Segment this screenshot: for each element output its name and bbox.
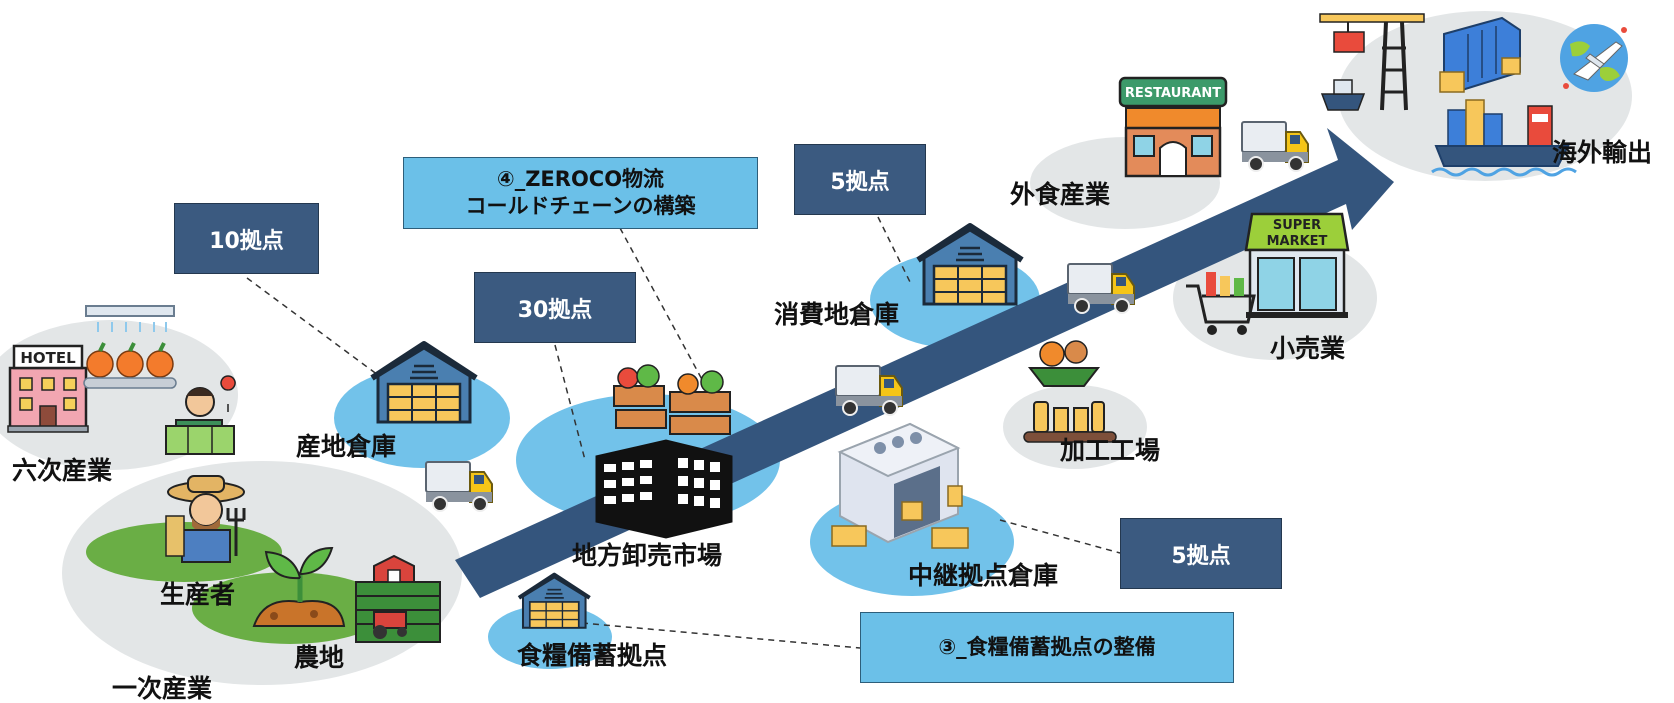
connector-zeroco — [619, 227, 706, 386]
connector-reserve — [581, 622, 861, 649]
label-producer: 生産者 — [160, 580, 236, 609]
cargo-ship-icon — [1431, 99, 1577, 177]
label-farmland: 農地 — [294, 643, 345, 672]
label-retail: 小売業 — [1270, 334, 1346, 363]
hotel-sign: HOTEL — [20, 349, 76, 367]
callout-5-sites-consumption: 5拠点 — [794, 144, 926, 215]
label-food-service: 外食産業 — [1010, 180, 1111, 209]
callout-food-reserve-development: ③_食糧備蓄拠点の整備 — [860, 612, 1234, 683]
port-crane-icon — [1319, 13, 1425, 111]
callout-10-sites: 10拠点 — [174, 203, 319, 274]
export-area — [1338, 11, 1632, 181]
zeroco-line-1: ④_ZEROCO物流 — [496, 166, 665, 191]
connector-30 — [554, 344, 586, 461]
relay-warehouse-icon — [831, 422, 969, 549]
fruit-washing-icon — [83, 305, 177, 389]
callout-30-sites: 30拠点 — [474, 272, 636, 343]
processing-plant-icon — [1023, 340, 1117, 443]
farmer-map-icon — [165, 375, 236, 455]
callout-zeroco-logistics: ④_ZEROCO物流 コールドチェーンの構築 — [403, 157, 758, 229]
label-primary-industry: 一次産業 — [112, 674, 213, 703]
label-export: 海外輸出 — [1552, 138, 1653, 167]
super-sign: SUPER — [1273, 218, 1321, 233]
shopping-cart-icon — [1186, 272, 1256, 335]
connector-5a — [877, 216, 911, 283]
label-origin-warehouse: 産地倉庫 — [296, 432, 397, 461]
restaurant-sign: RESTAURANT — [1125, 86, 1221, 101]
food-reserve-warehouse-icon — [519, 575, 590, 628]
hotel-icon: HOTEL — [7, 344, 89, 433]
globe-airplane-icon — [1560, 24, 1628, 92]
barn-tractor-icon — [355, 554, 441, 643]
truck-icon-1 — [425, 461, 493, 512]
label-local-market: 地方卸売市場 — [572, 541, 723, 570]
truck-icon-4 — [1241, 121, 1309, 172]
market-sign: MARKET — [1267, 234, 1328, 249]
shipping-container-icon — [1439, 16, 1521, 93]
connector-5b — [999, 519, 1121, 554]
callout-5-sites-relay: 5拠点 — [1120, 518, 1282, 589]
vegetable-crates-icon — [613, 364, 731, 435]
consumption-warehouse-icon — [918, 226, 1022, 304]
connector-10 — [246, 277, 383, 379]
label-food-reserve: 食糧備蓄拠点 — [517, 641, 668, 670]
label-processing-plant: 加工工場 — [1060, 436, 1161, 465]
supermarket-icon: SUPER MARKET — [1244, 212, 1350, 318]
label-relay-warehouse: 中継拠点倉庫 — [908, 561, 1059, 590]
origin-warehouse-icon — [372, 344, 476, 422]
farmer-icon — [165, 475, 246, 563]
sprout-icon — [252, 546, 346, 627]
restaurant-icon: RESTAURANT — [1118, 76, 1228, 178]
zeroco-line-2: コールドチェーンの構築 — [465, 194, 696, 218]
label-sixth-industry: 六次産業 — [12, 456, 113, 485]
label-consumption-warehouse: 消費地倉庫 — [774, 300, 900, 329]
market-building-icon — [595, 439, 733, 539]
